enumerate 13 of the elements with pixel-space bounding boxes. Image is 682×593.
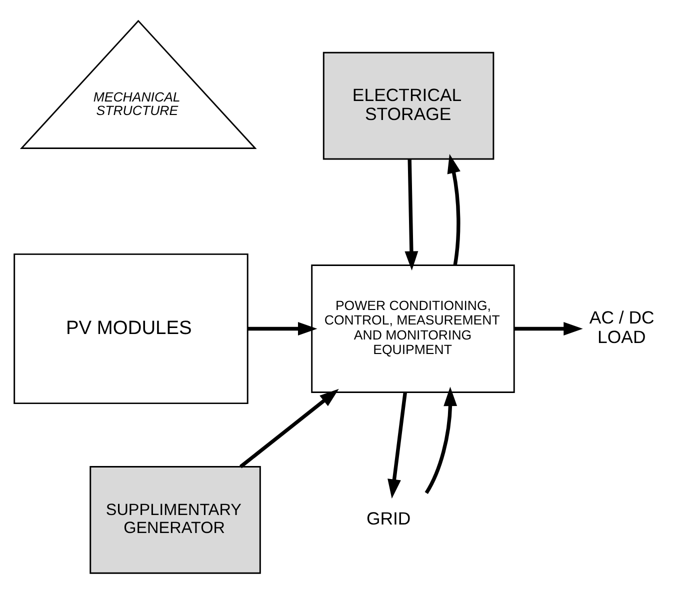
- arrow: [514, 322, 583, 335]
- node-text: GRID: [366, 508, 411, 528]
- node-text: AC / DC LOAD: [589, 307, 654, 346]
- node-box: ELECTRICAL STORAGE: [322, 51, 494, 160]
- node-box: SUPPLIMENTARY GENERATOR: [90, 466, 261, 574]
- arrow: [239, 388, 339, 468]
- arrow: [388, 392, 408, 498]
- arrow: [248, 322, 318, 335]
- arrow: [424, 386, 458, 494]
- arrow: [447, 153, 460, 265]
- node-box: PV MODULES: [14, 252, 248, 404]
- node-box: POWER CONDITIONING, CONTROL, MEASUREMENT AND MONITORING EQUIPMENT: [311, 264, 515, 392]
- arrow: [404, 158, 418, 270]
